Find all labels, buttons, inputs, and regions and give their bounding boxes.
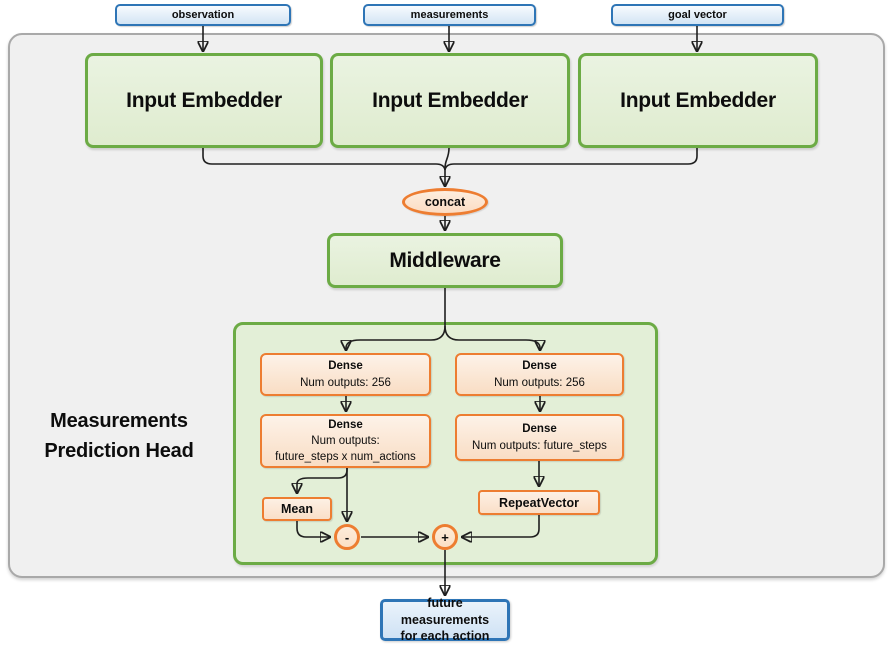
minus-op-label: - [344, 529, 350, 545]
output-node: future measurements for each action [380, 596, 510, 643]
dense-right-2-subtitle: Num outputs: future_steps [472, 439, 607, 452]
plus-op-node: + [432, 524, 458, 550]
dense-left-2-subtitle-line1: Num outputs: [311, 434, 380, 447]
edge-embedder1-merge [202, 148, 446, 171]
dense-left-1-title: Dense [328, 360, 363, 373]
repeatvector-node: RepeatVector [478, 490, 600, 515]
input-embedder-3: Input Embedder [578, 53, 818, 148]
input-embedder-1: Input Embedder [85, 53, 323, 148]
input-embedder-1-label: Input Embedder [126, 88, 282, 112]
input-goal-vector: goal vector [611, 4, 784, 26]
mean-node: Mean [262, 497, 332, 521]
head-title-line2: Prediction Head [44, 440, 194, 462]
input-measurements-label: measurements [410, 9, 489, 21]
dense-right-1-subtitle: Num outputs: 256 [494, 376, 585, 389]
dense-right-1: Dense Num outputs: 256 [455, 353, 624, 396]
input-measurements: measurements [363, 4, 536, 26]
head-title: Measurements Prediction Head [10, 406, 228, 466]
concat-label: concat [424, 195, 466, 209]
middleware-label: Middleware [389, 248, 501, 272]
edge-split-right [444, 325, 540, 350]
output-label-line1: future measurements [400, 595, 490, 627]
output-label-line2: for each action [400, 629, 490, 644]
edge-embedder3-merge [444, 148, 698, 171]
edge-split-left [346, 325, 446, 350]
mean-label: Mean [281, 502, 313, 516]
dense-left-2: Dense Num outputs: future_steps x num_ac… [260, 414, 431, 468]
edge-dense-l2-to-mean [297, 468, 348, 493]
edge-repeatvector-to-plus [462, 515, 540, 537]
head-title-line1: Measurements [50, 410, 188, 432]
minus-op-node: - [334, 524, 360, 550]
input-goal-vector-label: goal vector [668, 9, 727, 21]
dense-left-2-subtitle-line2: future_steps x num_actions [275, 451, 416, 464]
input-embedder-2-label: Input Embedder [372, 88, 528, 112]
edge-mean-to-minus [296, 521, 330, 537]
edge-merge-to-concat [445, 147, 449, 186]
dense-left-2-title: Dense [328, 418, 363, 431]
input-observation: observation [115, 4, 291, 26]
middleware-node: Middleware [327, 233, 563, 288]
dense-right-2: Dense Num outputs: future_steps [455, 414, 624, 461]
dense-right-1-title: Dense [522, 360, 557, 373]
dense-right-2-title: Dense [522, 423, 557, 436]
repeatvector-label: RepeatVector [499, 495, 579, 510]
concat-node: concat [402, 188, 488, 216]
input-embedder-3-label: Input Embedder [620, 88, 776, 112]
dense-left-1: Dense Num outputs: 256 [260, 353, 431, 396]
input-observation-label: observation [171, 9, 235, 21]
dense-left-1-subtitle: Num outputs: 256 [300, 376, 391, 389]
input-embedder-2: Input Embedder [330, 53, 570, 148]
plus-op-label: + [441, 529, 449, 545]
